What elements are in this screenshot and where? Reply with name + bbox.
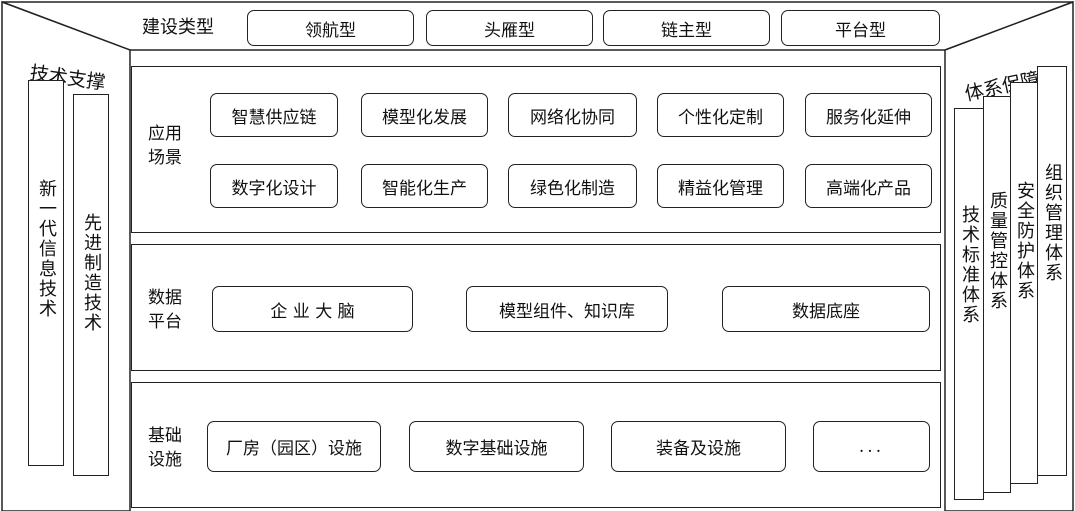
right-column-tech-standard: 技术标准体系 — [954, 108, 984, 500]
data-platform-pill-model-components: 模型组件、知识库 — [466, 286, 668, 332]
data-platform-label-line2: 平台 — [148, 312, 182, 332]
application-label-line2: 场景 — [148, 148, 182, 168]
scenario-pill: 服务化延伸 — [805, 93, 932, 137]
scenario-pill: 数字化设计 — [210, 164, 338, 208]
right-column-quality-control-label: 质量管控体系 — [987, 191, 1008, 311]
application-label-line1: 应用 — [148, 124, 182, 144]
construction-type-label: 建设类型 — [142, 17, 214, 38]
right-column-security: 安全防护体系 — [1010, 82, 1038, 484]
infrastructure-pill-digital: 数字基础设施 — [409, 421, 584, 472]
type-pill-platform: 平台型 — [781, 10, 940, 46]
right-column-tech-standard-label: 技术标准体系 — [959, 205, 980, 325]
infrastructure-label-line1: 基础 — [148, 426, 182, 446]
data-platform-label-line1: 数据 — [148, 288, 182, 308]
right-column-org-management-label: 组织管理体系 — [1042, 163, 1063, 283]
left-column-new-it: 新一代信息技术 — [28, 80, 64, 466]
right-column-org-management: 组织管理体系 — [1037, 66, 1067, 476]
scenario-pill: 智能化生产 — [361, 164, 488, 208]
right-column-security-label: 安全防护体系 — [1014, 181, 1035, 301]
scenario-pill: 绿色化制造 — [508, 164, 637, 208]
type-pill-lead-goose: 头雁型 — [426, 10, 593, 46]
scenario-pill: 网络化协同 — [508, 93, 637, 137]
left-column-advanced-manufacturing-label: 先进制造技术 — [81, 213, 102, 333]
scenario-pill: 智慧供应链 — [210, 93, 338, 137]
type-pill-chain-leader: 链主型 — [603, 10, 770, 46]
left-column-new-it-label: 新一代信息技术 — [36, 179, 57, 319]
data-platform-pill-data-base: 数据底座 — [722, 286, 930, 332]
scenario-pill: 精益化管理 — [657, 164, 784, 208]
application-layer-label: 应用 场景 — [148, 122, 188, 170]
data-platform-pill-enterprise-brain: 企 业 大 脑 — [212, 286, 413, 332]
infrastructure-pill-factory: 厂房（园区）设施 — [207, 421, 381, 472]
scenario-pill: 高端化产品 — [805, 164, 932, 208]
data-platform-label: 数据 平台 — [148, 286, 188, 334]
infrastructure-label: 基础 设施 — [148, 424, 188, 472]
left-column-advanced-manufacturing: 先进制造技术 — [73, 94, 109, 476]
infrastructure-pill-more: ... — [813, 421, 930, 472]
right-column-quality-control: 质量管控体系 — [983, 96, 1011, 493]
type-pill-navigator: 领航型 — [247, 10, 414, 46]
infrastructure-label-line2: 设施 — [148, 450, 182, 470]
infrastructure-pill-equipment: 装备及设施 — [611, 421, 786, 472]
scenario-pill: 模型化发展 — [361, 93, 488, 137]
scenario-pill: 个性化定制 — [657, 93, 784, 137]
